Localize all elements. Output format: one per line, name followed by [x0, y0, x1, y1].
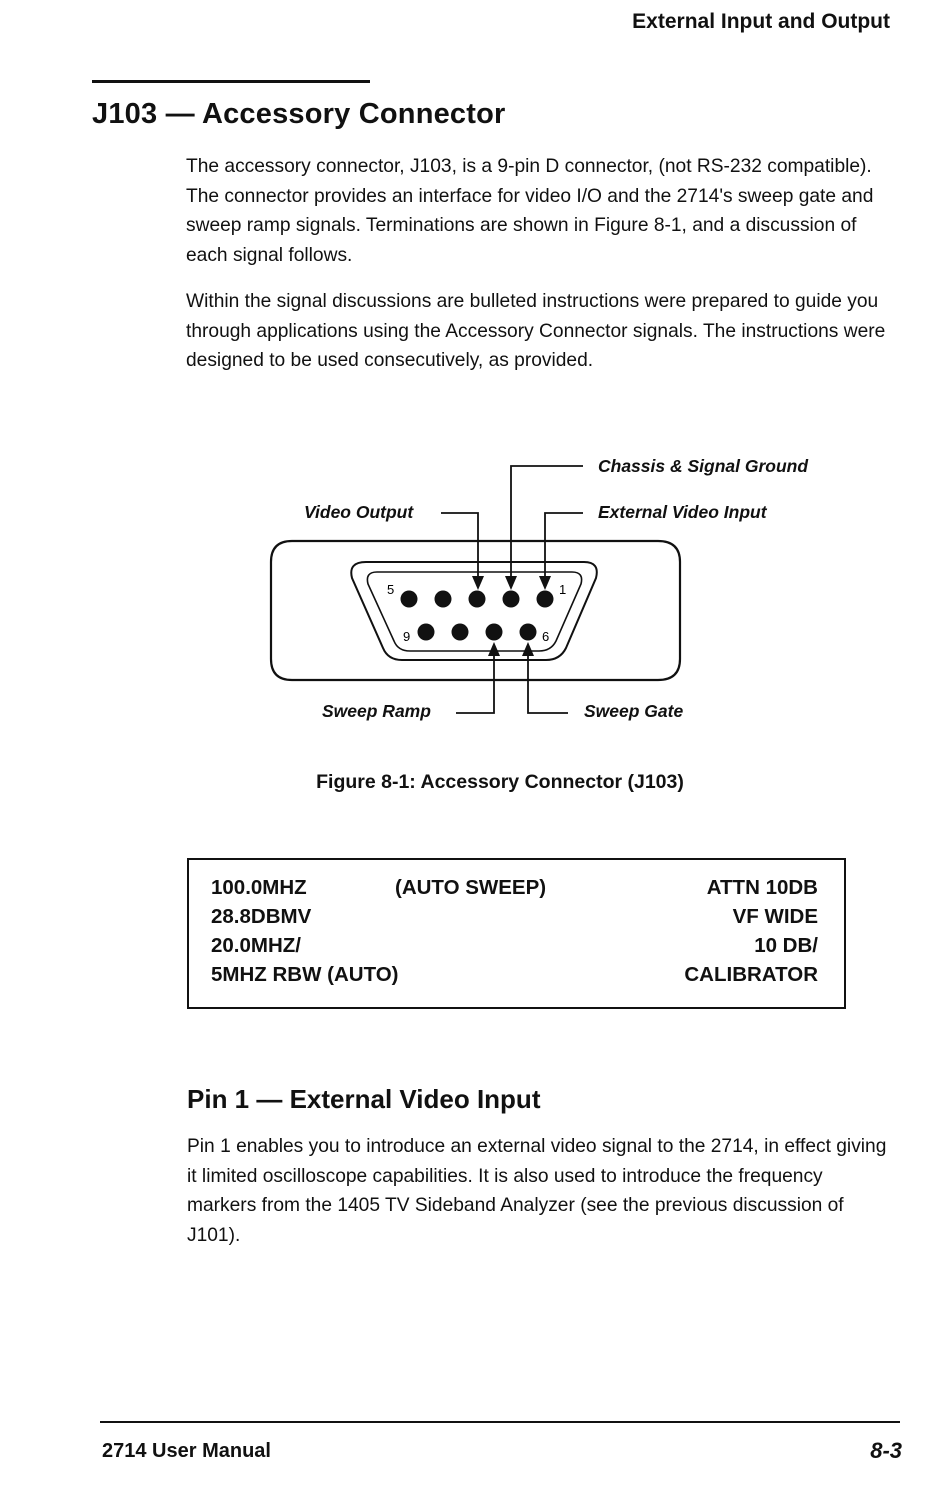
callout-sweep-ramp: Sweep Ramp — [322, 701, 431, 721]
readout-row: 28.8DBMV VF WIDE — [211, 905, 818, 935]
readout-right: VF WIDE — [732, 905, 818, 928]
leader-video-output — [441, 512, 479, 585]
pin-3 — [468, 590, 486, 608]
callout-video-output: Video Output — [304, 502, 414, 522]
instructions-paragraph: Within the signal discussions are bullet… — [186, 291, 886, 371]
figure-caption: Figure 8-1: Accessory Connector (J103) — [316, 771, 684, 793]
readout-right: ATTN 10DB — [706, 876, 818, 899]
pin-4 — [434, 590, 452, 608]
pin-label-6: 6 — [542, 629, 549, 644]
readout-right: CALIBRATOR — [684, 963, 818, 986]
section-title: J103 — Accessory Connector — [92, 98, 506, 130]
pin-8 — [451, 623, 469, 641]
pin1-paragraph: Pin 1 enables you to introduce an extern… — [187, 1136, 887, 1246]
pin-7 — [485, 623, 503, 641]
pin-1 — [536, 590, 554, 608]
leader-sweep-ramp — [456, 646, 495, 714]
readout-left: 5MHZ RBW (AUTO) — [211, 963, 399, 986]
callout-sweep-gate: Sweep Gate — [584, 701, 684, 721]
readout-row: 100.0MHZ (AUTO SWEEP) ATTN 10DB — [211, 876, 818, 906]
arrowheads — [472, 576, 551, 656]
pin-9 — [417, 623, 435, 641]
callout-leader-lines — [441, 465, 583, 714]
callout-external-video-input: External Video Input — [598, 502, 767, 522]
footer-rule — [100, 1421, 900, 1423]
pin-group — [400, 590, 554, 641]
pin-label-5: 5 — [387, 582, 394, 597]
arrowhead-video-output — [472, 576, 484, 590]
arrowhead-chassis-ground — [505, 576, 517, 590]
d-sub-inner — [366, 571, 583, 652]
intro-paragraph: The accessory connector, J103, is a 9-pi… — [186, 156, 874, 266]
arrowhead-sweep-ramp — [488, 642, 500, 656]
leader-chassis-ground — [510, 465, 583, 585]
leader-sweep-gate — [527, 646, 568, 714]
callout-chassis-signal-ground: Chassis & Signal Ground — [598, 456, 809, 476]
d-sub-outer — [350, 561, 598, 661]
readout-row: 20.0MHZ/ 10 DB/ — [211, 934, 818, 964]
header-rule — [92, 80, 370, 83]
leader-external-video-input — [544, 512, 583, 585]
pin-2 — [502, 590, 520, 608]
connector-figure: 5 1 9 6 — [0, 440, 950, 740]
readout-left: 28.8DBMV — [211, 905, 312, 928]
pin-6 — [519, 623, 537, 641]
readout-right: 10 DB/ — [754, 934, 818, 957]
connector-diagram: 5 1 9 6 — [269, 465, 682, 714]
arrowhead-external-video-input — [539, 576, 551, 590]
pin-label-9: 9 — [403, 629, 410, 644]
pin-label-1: 1 — [559, 582, 566, 597]
readout-left: 100.0MHZ — [211, 876, 307, 899]
footer-manual-title: 2714 User Manual — [102, 1440, 271, 1462]
arrowhead-sweep-gate — [522, 642, 534, 656]
connector-shell — [269, 539, 682, 682]
running-head: External Input and Output — [632, 10, 890, 33]
readout-middle: (AUTO SWEEP) — [395, 876, 547, 899]
subsection-title: Pin 1 — External Video Input — [187, 1084, 541, 1114]
pin-5 — [400, 590, 418, 608]
readout-row: 5MHZ RBW (AUTO) CALIBRATOR — [211, 963, 818, 993]
readout-left: 20.0MHZ/ — [211, 934, 301, 957]
page-number: 8-3 — [870, 1438, 902, 1463]
analyzer-screen-readout: 100.0MHZ (AUTO SWEEP) ATTN 10DB 28.8DBMV… — [187, 858, 846, 1009]
